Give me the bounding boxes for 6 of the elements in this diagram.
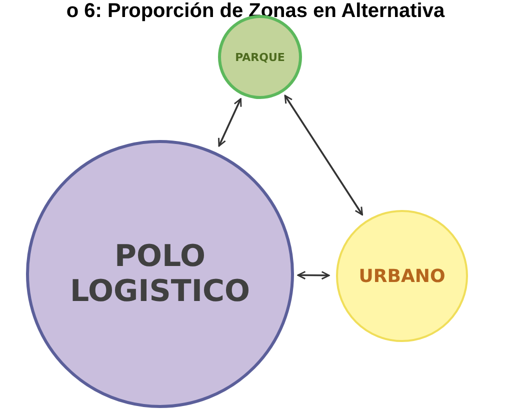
zone-label: URBANO <box>358 266 446 286</box>
double-arrow <box>284 94 364 216</box>
zone-label: PARQUE <box>235 50 285 64</box>
double-arrow <box>218 98 242 147</box>
zone-label: POLO LOGISTICO <box>68 239 252 309</box>
double-arrow <box>297 270 330 280</box>
